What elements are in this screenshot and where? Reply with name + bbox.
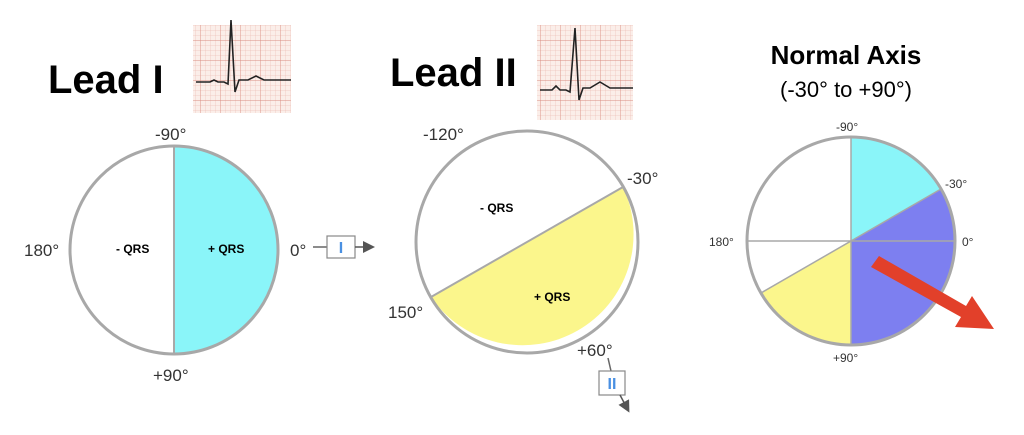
ecg-strip-icon	[537, 25, 633, 120]
degree-label-bottom: +90°	[153, 366, 189, 385]
lead-vector-arrow-icon: II	[598, 357, 630, 413]
normal-axis-circle	[745, 135, 957, 347]
positive-region	[431, 187, 634, 346]
lead-ii-circle	[414, 129, 640, 355]
degree-label-right: 0°	[290, 241, 306, 260]
normal-axis-range: (-30° to +90°)	[780, 77, 912, 102]
ecg-strip-icon	[193, 19, 291, 113]
degree-label-top-right: -30°	[627, 169, 658, 188]
lead-i-circle	[68, 144, 280, 356]
degree-label-bottom-right: +60°	[577, 341, 613, 360]
degree-label-left: 180°	[709, 235, 734, 249]
positive-qrs-label: + QRS	[208, 242, 244, 256]
axis-arrow-icon	[871, 256, 994, 329]
degree-label-top: -90°	[836, 120, 858, 134]
degree-label-top-left: -120°	[423, 125, 464, 144]
negative-region	[70, 146, 174, 354]
degree-label-right: 0°	[962, 235, 974, 249]
panel-normal-axis: Normal Axis (-30° to +90°) -90° -30° 0° …	[709, 40, 994, 365]
positive-region	[174, 146, 278, 354]
panel-title-normal-axis: Normal Axis	[771, 40, 922, 70]
lead-i-vector-label: I	[339, 240, 343, 257]
panel-title-lead-i: Lead I	[48, 58, 164, 102]
negative-qrs-label: - QRS	[116, 242, 149, 256]
degree-label-top-right: -30°	[945, 177, 967, 191]
degree-label-left: 180°	[24, 241, 59, 260]
positive-qrs-label: + QRS	[534, 290, 570, 304]
lead-vector-arrow-icon: I	[313, 235, 375, 259]
degree-label-bottom: +90°	[833, 351, 858, 365]
degree-label-top: -90°	[155, 125, 186, 144]
lead-ii-vector-label: II	[608, 376, 617, 393]
panel-lead-i: Lead I - QRS + QRS -90° 0° +90° 180° I	[24, 19, 375, 385]
negative-qrs-label: - QRS	[480, 201, 513, 215]
panel-lead-ii: Lead II - QRS + QRS -120° -30° 150° +60°…	[388, 25, 658, 413]
degree-label-bottom-left: 150°	[388, 303, 423, 322]
panel-title-lead-ii: Lead II	[390, 51, 517, 95]
normal-axis-sector	[851, 189, 955, 345]
